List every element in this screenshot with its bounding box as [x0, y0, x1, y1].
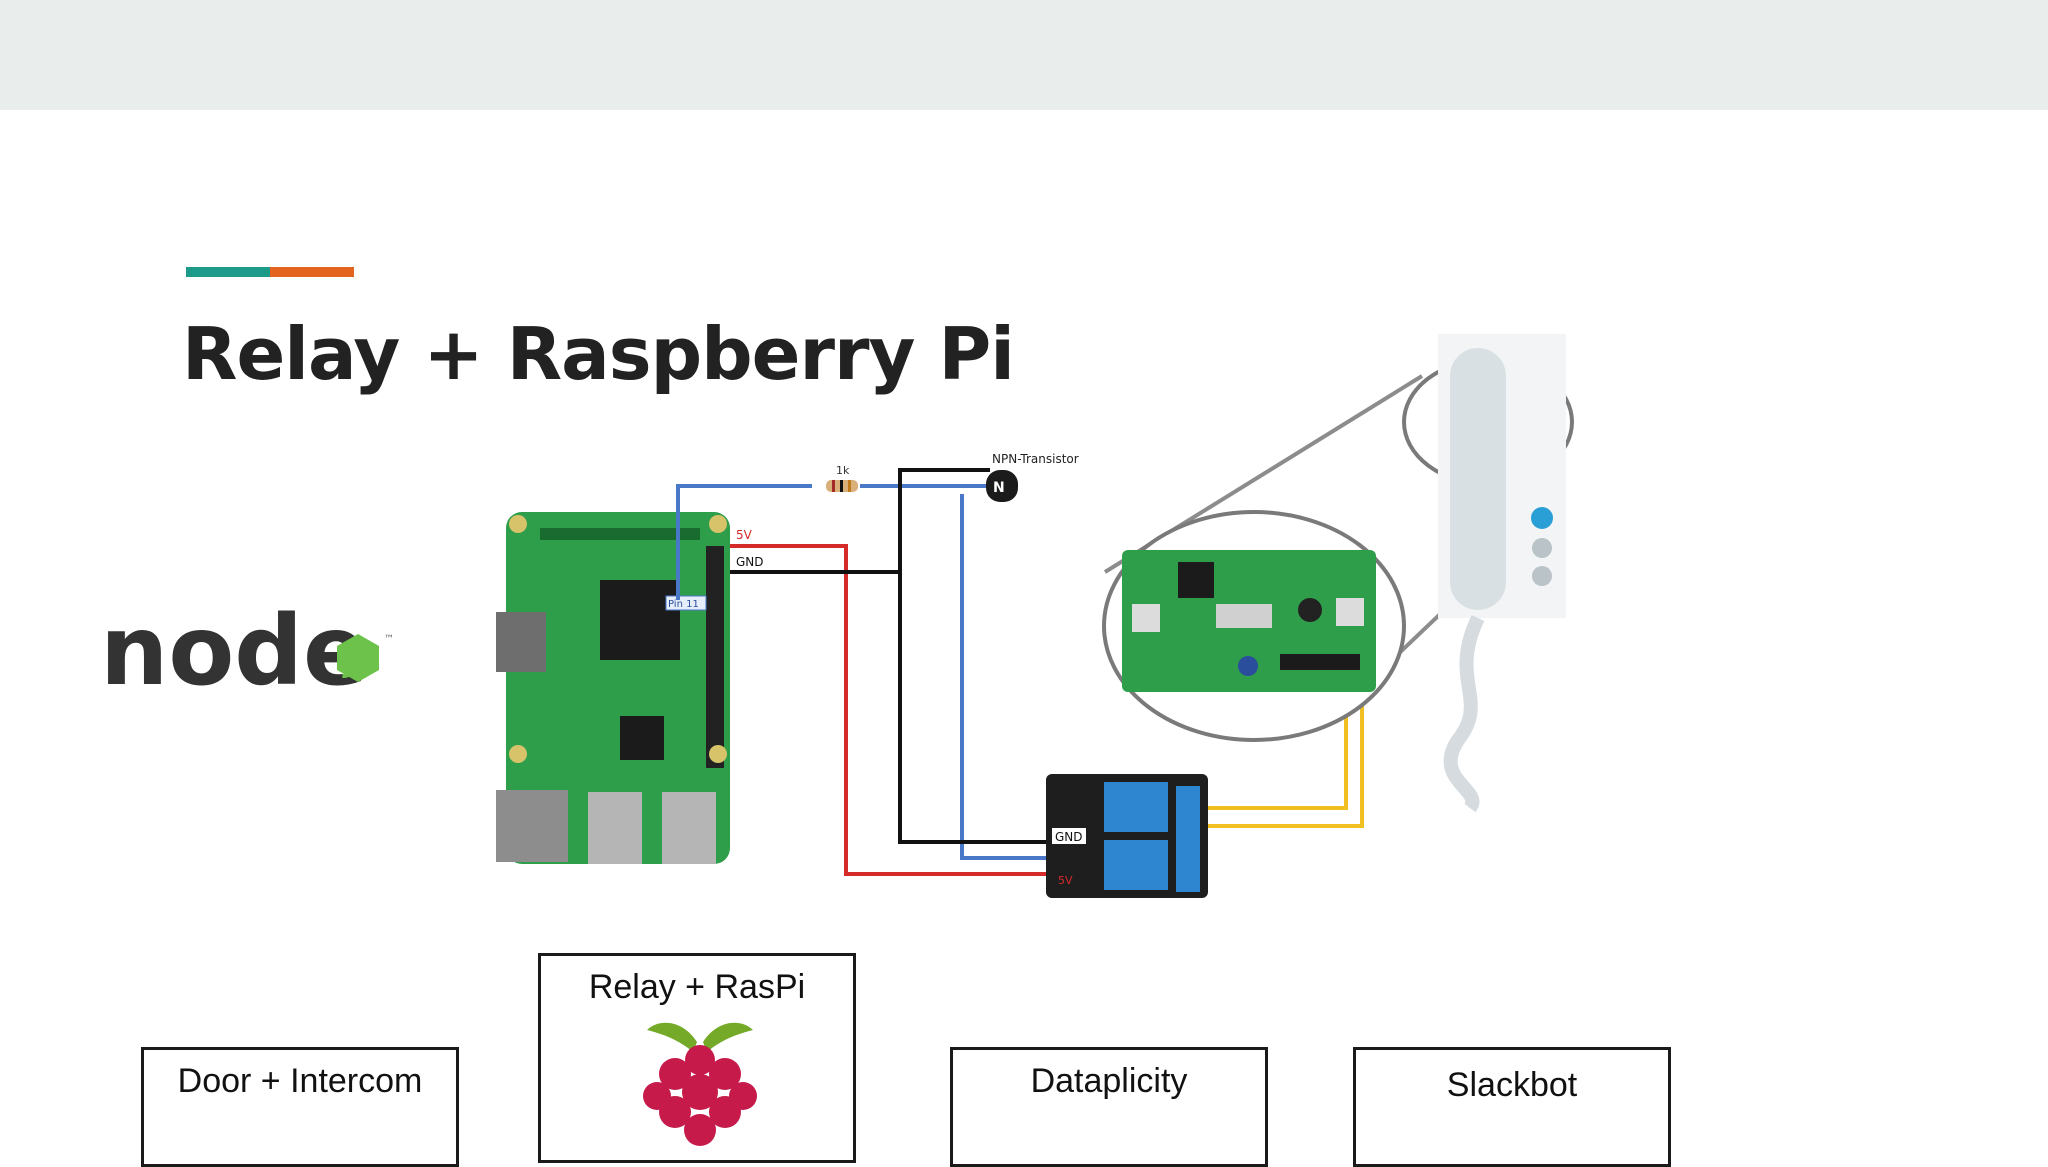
relay-module: GND 5V: [1046, 774, 1208, 898]
nodejs-hexagon-icon: [337, 634, 379, 682]
nodejs-logo-text: node: [100, 595, 368, 707]
resistor-label: 1k: [836, 464, 850, 477]
slide-title: Relay + Raspberry Pi: [182, 312, 1015, 396]
title-accent-orange: [270, 267, 354, 277]
flow-box-door-label: Door + Intercom: [177, 1062, 423, 1100]
pin-11-label: Pin 11: [668, 599, 699, 610]
flow-box-relay-label: Relay + RasPi: [588, 968, 806, 1006]
relay-5v-label: 5V: [1058, 874, 1073, 887]
flow-box-slackbot-label: Slackbot: [1446, 1066, 1578, 1104]
intercom-handset: [1438, 334, 1566, 813]
relay-gnd-label: GND: [1055, 830, 1083, 844]
transistor-mark: N: [993, 480, 1005, 496]
wire-gnd-label: GND: [736, 555, 764, 569]
raspberry-pi-logo-icon: [643, 1022, 757, 1146]
top-band: [0, 0, 2048, 110]
flow-box-dataplicity-label: Dataplicity: [1030, 1062, 1188, 1100]
flow-box-slackbot: Slackbot: [1353, 1047, 1671, 1167]
intercom-board-zoom: [1102, 358, 1574, 742]
nodejs-js-badge: JS: [342, 646, 375, 679]
nodejs-trademark: ™: [384, 634, 394, 645]
npn-transistor: N NPN-Transistor: [986, 452, 1079, 502]
wire-5v-label: 5V: [736, 528, 753, 542]
nodejs-logo: node JS ™: [100, 595, 394, 707]
resistor: 1k: [826, 464, 858, 492]
transistor-label: NPN-Transistor: [992, 452, 1079, 466]
raspberry-pi-board: Pin 11: [496, 512, 730, 864]
title-accent-teal: [186, 267, 270, 277]
flow-box-door-intercom: Door + Intercom: [141, 1047, 459, 1167]
flow-box-dataplicity: Dataplicity: [950, 1047, 1268, 1167]
flow-box-relay-raspi: Relay + RasPi: [538, 953, 856, 1163]
